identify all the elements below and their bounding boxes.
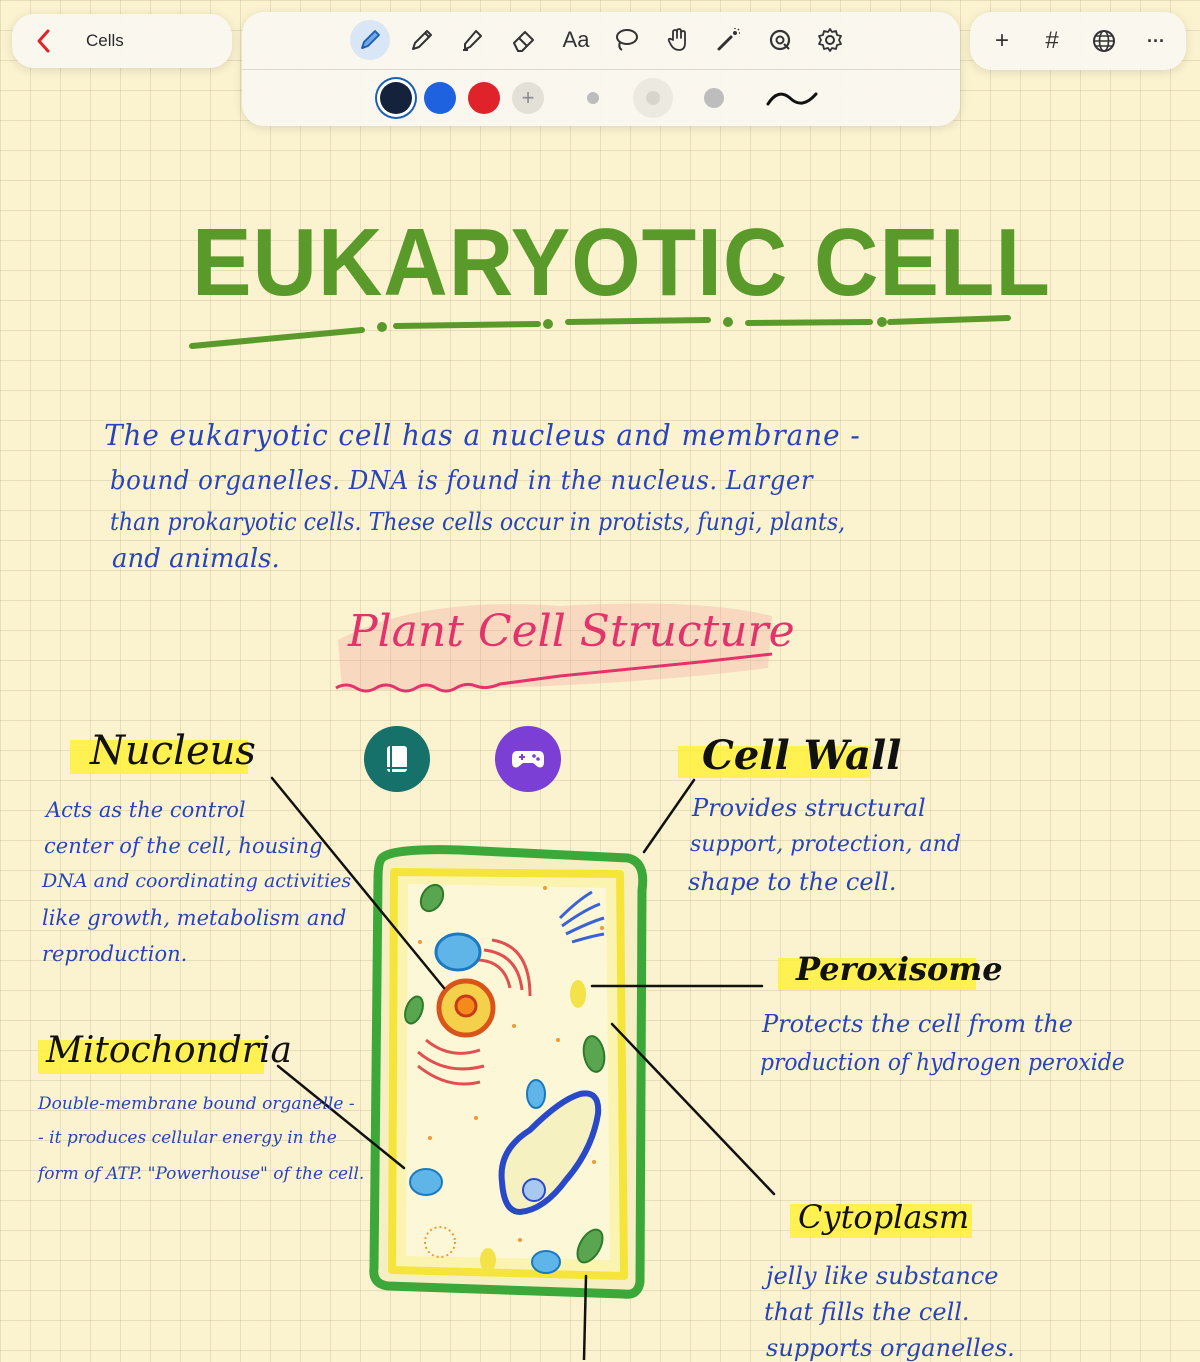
plant-cell-diagram — [369, 845, 648, 1299]
note-title: Cells — [86, 31, 124, 50]
chevron-left-icon — [37, 29, 50, 53]
mitochondrion — [531, 1250, 561, 1274]
note-heading: EUKARYOTIC CELL — [192, 209, 1051, 316]
intro-line: The eukaryotic cell has a nucleus and me… — [104, 418, 861, 452]
add-color-button[interactable]: + — [512, 82, 544, 114]
cytoplasm-desc: supports organelles. — [766, 1334, 1015, 1362]
color-swatch-red[interactable] — [468, 82, 500, 114]
nucleus-highlight — [70, 740, 248, 774]
eraser-tool-icon[interactable] — [504, 20, 544, 60]
drawing-toolbar: Aa + — [242, 12, 960, 126]
subheading-highlight — [338, 603, 772, 690]
text-tool-label: Aa — [562, 27, 590, 52]
cell-wall-desc: shape to the cell. — [688, 868, 897, 896]
more-icon[interactable]: ··· — [1147, 30, 1165, 51]
right-toolbar: + # ··· — [970, 12, 1186, 70]
text-tool-icon[interactable]: Aa — [556, 20, 596, 60]
lasso-tool-icon[interactable] — [606, 20, 646, 60]
cytoplasm-title: Cytoplasm — [798, 1198, 970, 1236]
chloroplast — [576, 1228, 604, 1264]
pencil-tool-icon[interactable] — [402, 20, 442, 60]
mitochondria-highlight — [38, 1040, 264, 1074]
chloroplast — [419, 883, 445, 913]
globe-icon[interactable] — [1088, 25, 1120, 57]
nucleus-title: Nucleus — [90, 728, 256, 774]
lysosome — [480, 1248, 496, 1272]
peroxisome-highlight — [778, 958, 976, 990]
book-icon[interactable] — [364, 726, 430, 792]
chloroplast — [582, 1035, 606, 1073]
cell-wall-desc: support, protection, and — [690, 832, 961, 857]
add-icon[interactable]: + — [994, 27, 1009, 54]
laser-pointer-icon[interactable] — [708, 20, 748, 60]
cell-wall-desc: Provides structural — [692, 794, 926, 822]
nucleus-desc: Acts as the control — [46, 798, 246, 822]
ribosomes — [418, 886, 604, 1242]
stroke-size-small[interactable] — [587, 92, 599, 104]
chloroplast — [404, 995, 424, 1025]
intro-line: bound organelles. DNA is found in the nu… — [110, 466, 814, 496]
endoplasmic-reticulum — [417, 938, 532, 1086]
mitochondria-title: Mitochondria — [46, 1030, 292, 1071]
hand-tool-icon[interactable] — [658, 20, 698, 60]
intro-line: than prokaryotic cells. These cells occu… — [110, 508, 846, 536]
peroxisome-title: Peroxisome — [796, 950, 1003, 988]
nucleus-leader — [270, 776, 446, 990]
color-swatch-navy[interactable] — [380, 82, 412, 114]
nucleus-desc: center of the cell, housing — [44, 834, 323, 858]
subheading: Plant Cell Structure — [348, 606, 795, 657]
mitochondria-leader — [276, 1064, 406, 1170]
mitochondrion — [434, 932, 482, 972]
cytoplasm-leader — [610, 1022, 776, 1196]
peroxisome-desc: Protects the cell from the — [762, 1010, 1074, 1038]
hashtag-icon[interactable]: # — [1045, 27, 1059, 54]
peroxisome — [570, 980, 586, 1008]
nucleolus — [454, 994, 478, 1018]
intro-line: and animals. — [112, 544, 280, 574]
back-button[interactable]: Cells — [12, 14, 232, 68]
cytoplasm-highlight — [790, 1204, 972, 1238]
mitochondrion — [409, 1168, 443, 1196]
cell-wall-leader — [642, 778, 696, 854]
highlighter-tool-icon[interactable] — [452, 20, 492, 60]
settings-icon[interactable] — [810, 20, 850, 60]
pen-tool-icon[interactable] — [350, 20, 390, 60]
nucleus-desc: DNA and coordinating activities — [42, 870, 352, 892]
nucleus-desc: like growth, metabolism and — [42, 906, 347, 930]
subheading-underline — [335, 652, 773, 693]
mitochondria-desc: Double-membrane bound organelle - — [38, 1094, 355, 1114]
mitochondria-desc: form of ATP. "Powerhouse" of the cell. — [38, 1164, 365, 1184]
heading-underline — [189, 315, 1011, 349]
gamepad-icon[interactable] — [495, 726, 561, 792]
toolbar-divider — [242, 69, 960, 70]
cell-wall-highlight — [678, 746, 870, 778]
vacuole-inner-body — [522, 1178, 546, 1202]
mitochondrion — [526, 1079, 546, 1109]
stroke-style-icon[interactable] — [764, 84, 820, 114]
cytoplasm-desc: jelly like substance — [766, 1262, 999, 1290]
ribosome-cluster — [424, 1226, 456, 1258]
mitochondria-desc: - it produces cellular energy in the — [38, 1128, 337, 1148]
leader-lines — [270, 776, 776, 1360]
peroxisome-desc: production of hydrogen peroxide — [760, 1050, 1125, 1076]
golgi-apparatus — [558, 890, 605, 944]
cytoplasm-bottom-leader — [582, 1274, 588, 1360]
stroke-size-large[interactable] — [704, 88, 724, 108]
color-swatch-blue[interactable] — [424, 82, 456, 114]
cell-wall-title: Cell Wall — [702, 732, 902, 779]
cytoplasm-desc: that fills the cell. — [764, 1298, 970, 1326]
stroke-size-medium-dot — [646, 91, 660, 105]
nucleus-desc: reproduction. — [42, 942, 188, 966]
shapes-tool-icon[interactable] — [760, 20, 800, 60]
